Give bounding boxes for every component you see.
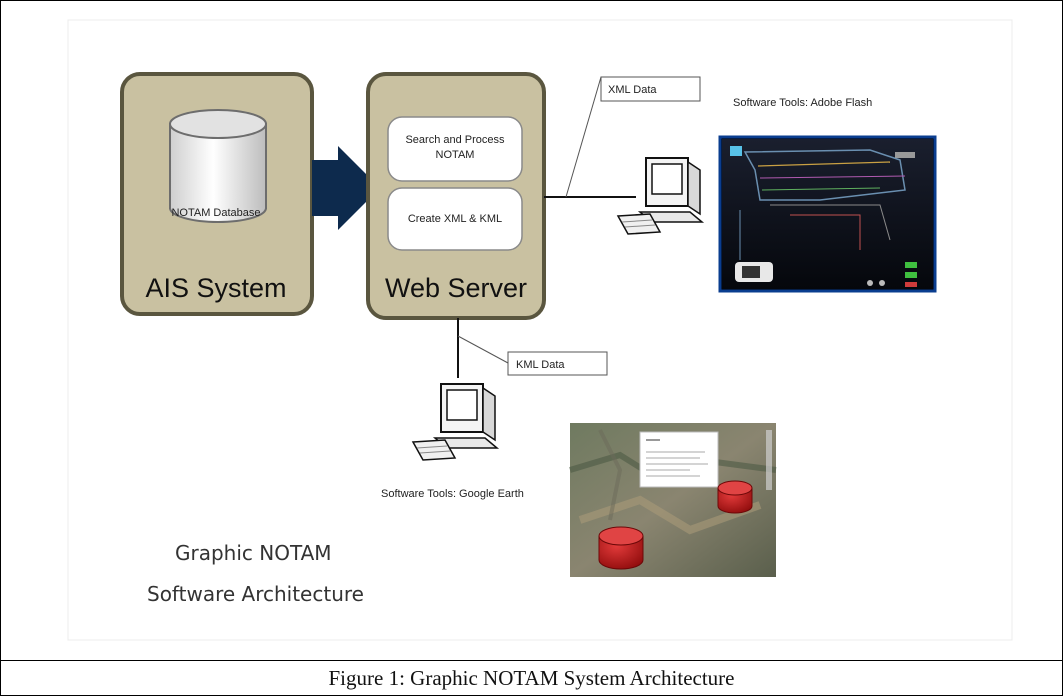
google-earth-screenshot — [569, 423, 777, 577]
create-xml-kml-label: Create XML & KML — [408, 213, 502, 225]
search-process-label-line2: NOTAM — [436, 149, 475, 161]
search-process-box — [387, 116, 523, 182]
diagram-title-line1: Graphic NOTAM — [175, 541, 332, 565]
database-icon — [169, 109, 267, 223]
diagram-title-line2: Software Architecture — [147, 582, 364, 606]
ais-system-node: NOTAM Database AIS System — [120, 72, 314, 316]
ais-system-label: AIS System — [145, 273, 286, 303]
kml-data-callout — [507, 351, 608, 376]
kml-connection: KML Data — [457, 318, 608, 378]
flash-app-screenshot — [718, 135, 937, 293]
adobe-flash-label: Software Tools: Adobe Flash — [733, 97, 872, 109]
red-cylinder-marker — [717, 480, 753, 514]
red-cylinder-marker — [598, 526, 644, 570]
ais-to-webserver-arrow — [312, 146, 380, 230]
computer-icon-flash — [616, 157, 705, 235]
xml-connection: XML Data — [544, 76, 701, 198]
xml-data-label: XML Data — [608, 84, 657, 96]
caption-divider — [0, 660, 1063, 661]
web-server-node: Search and Process NOTAM Create XML & KM… — [366, 72, 546, 320]
computer-icon-earth — [411, 383, 500, 461]
google-earth-label: Software Tools: Google Earth — [381, 488, 524, 500]
database-label: NOTAM Database — [171, 207, 260, 219]
figure-caption: Figure 1: Graphic NOTAM System Architect… — [328, 666, 735, 690]
architecture-diagram: NOTAM Database AIS System Search and Pro… — [67, 19, 1013, 641]
kml-data-label: KML Data — [516, 359, 565, 371]
create-xml-kml-box — [387, 187, 523, 251]
xml-data-callout — [600, 76, 701, 102]
search-process-label-line1: Search and Process — [405, 134, 505, 146]
web-server-label: Web Server — [385, 273, 527, 303]
